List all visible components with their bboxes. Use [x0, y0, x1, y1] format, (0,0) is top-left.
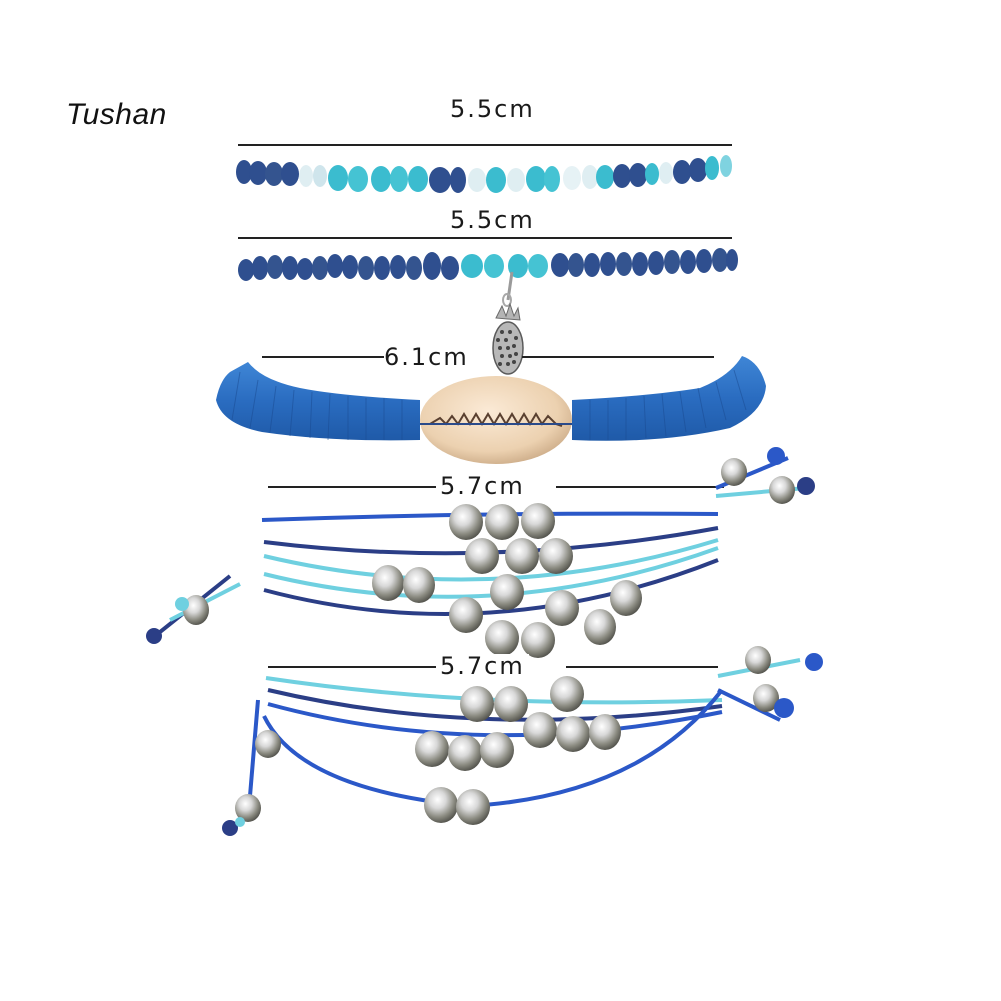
bracelet-2-measurement-label: 5.5cm	[450, 206, 535, 234]
bracelet-5-measurement-label: 5.7cm	[436, 654, 529, 678]
pineapple-charm	[492, 271, 524, 375]
bracelet-1-measurement-label: 5.5cm	[450, 95, 535, 123]
bracelet-2-beads	[238, 248, 738, 281]
bracelet-4-knots	[146, 447, 815, 644]
bracelet-5-knots	[222, 653, 823, 836]
brand-watermark: Tushan	[66, 98, 167, 131]
bracelet-3-measurement-label: 6.1cm	[384, 343, 469, 371]
bracelet-4-measurement-label: 5.7cm	[436, 474, 529, 498]
bracelet-4-silver-beads	[183, 458, 795, 658]
bracelet-3-discs	[216, 356, 766, 441]
bracelet-5-silver-beads	[235, 646, 779, 825]
bracelet-5-cords	[246, 658, 801, 821]
cowrie-shell	[420, 376, 572, 464]
bracelet-1-beads	[236, 155, 732, 193]
